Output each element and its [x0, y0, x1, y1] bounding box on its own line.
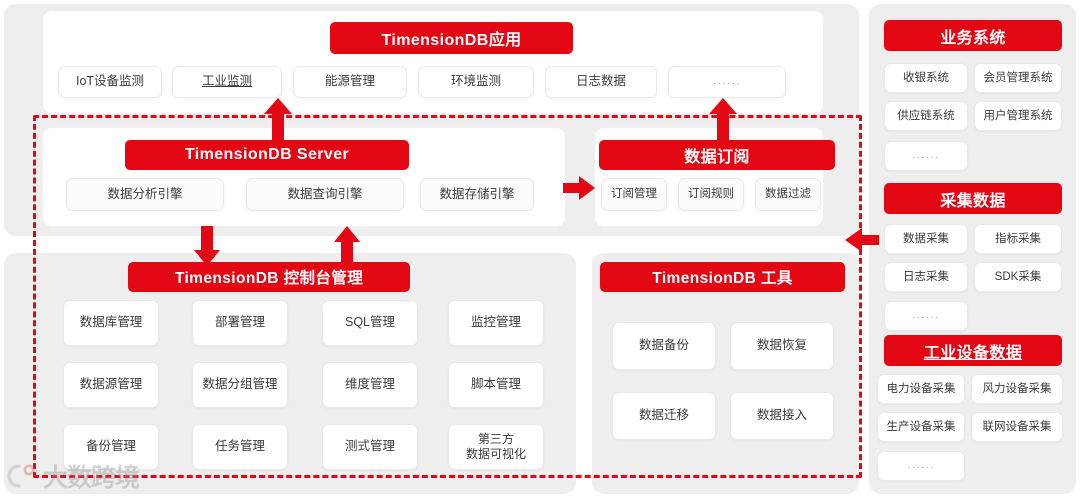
- tools-item-restore[interactable]: 数据恢复: [730, 322, 834, 370]
- app-item-industrial[interactable]: 工业监测: [172, 66, 282, 98]
- application-layer-title: TimensionDB应用: [330, 22, 573, 54]
- tools-layer-panel: [592, 253, 859, 494]
- arrow-server-to-application-icon: [264, 98, 292, 140]
- app-item-environment[interactable]: 环境监测: [418, 66, 534, 98]
- sidebar-item-wind-equipment[interactable]: 风力设备采集: [971, 374, 1063, 404]
- arrow-server-to-console-icon: [194, 226, 220, 266]
- server-item-query-engine[interactable]: 数据查询引擎: [246, 178, 404, 211]
- sidebar-item-data-collection[interactable]: 数据采集: [884, 224, 968, 254]
- console-item-deployment[interactable]: 部署管理: [192, 300, 288, 346]
- app-item-energy[interactable]: 能源管理: [293, 66, 407, 98]
- server-layer-title: TimensionDB Server: [125, 140, 409, 170]
- sidebar-group-title-collection: 采集数据: [884, 183, 1062, 214]
- console-item-backup[interactable]: 备份管理: [63, 424, 159, 470]
- arrow-server-to-subscription-icon: [563, 176, 595, 200]
- sidebar-item-metric-collection[interactable]: 指标采集: [974, 224, 1062, 254]
- subscription-item-rules[interactable]: 订阅规则: [678, 178, 744, 211]
- sidebar-group-title-business: 业务系统: [884, 20, 1062, 51]
- console-item-third-party-visualization[interactable]: 第三方 数据可视化: [448, 424, 544, 470]
- console-item-task[interactable]: 任务管理: [192, 424, 288, 470]
- console-item-database[interactable]: 数据库管理: [63, 300, 159, 346]
- sidebar-item-networked-equipment[interactable]: 联网设备采集: [971, 412, 1063, 442]
- subscription-layer-title: 数据订阅: [599, 140, 835, 170]
- sidebar-item-power-equipment[interactable]: 电力设备采集: [877, 374, 965, 404]
- tools-layer-title: TimensionDB 工具: [600, 262, 845, 292]
- sidebar-item-supply-chain-system[interactable]: 供应链系统: [884, 101, 968, 131]
- sidebar-item-pos-system[interactable]: 收银系统: [884, 63, 968, 93]
- arrow-collected-data-to-platform-icon: [845, 228, 879, 252]
- subscription-item-manage[interactable]: 订阅管理: [601, 178, 667, 211]
- app-item-more[interactable]: ......: [668, 66, 786, 98]
- console-item-data-group[interactable]: 数据分组管理: [192, 362, 288, 408]
- tools-item-backup[interactable]: 数据备份: [612, 322, 716, 370]
- tools-item-ingestion[interactable]: 数据接入: [730, 392, 834, 440]
- subscription-item-filter[interactable]: 数据过滤: [755, 178, 821, 211]
- app-item-log-data[interactable]: 日志数据: [545, 66, 657, 98]
- console-item-dimension[interactable]: 维度管理: [322, 362, 418, 408]
- sidebar-item-user-system[interactable]: 用户管理系统: [974, 101, 1062, 131]
- arrow-subscription-to-application-icon: [709, 98, 737, 140]
- tools-item-migration[interactable]: 数据迁移: [612, 392, 716, 440]
- arrow-console-to-server-icon: [334, 226, 360, 266]
- sidebar-item-production-equipment[interactable]: 生产设备采集: [877, 412, 965, 442]
- sidebar-item-log-collection[interactable]: 日志采集: [884, 262, 968, 292]
- server-item-analysis-engine[interactable]: 数据分析引擎: [66, 178, 224, 211]
- console-item-datasource[interactable]: 数据源管理: [63, 362, 159, 408]
- app-item-iot[interactable]: IoT设备监测: [58, 66, 162, 98]
- console-item-monitoring[interactable]: 监控管理: [448, 300, 544, 346]
- server-item-storage-engine[interactable]: 数据存储引擎: [420, 178, 534, 211]
- sidebar-item-business-more[interactable]: ......: [884, 141, 968, 171]
- console-layer-title: TimensionDB 控制台管理: [128, 262, 410, 292]
- sidebar-item-industrial-more[interactable]: ......: [877, 451, 965, 481]
- console-item-test[interactable]: 测式管理: [322, 424, 418, 470]
- sidebar-group-title-industrial: 工业设备数据: [884, 335, 1062, 366]
- console-item-script[interactable]: 脚本管理: [448, 362, 544, 408]
- sidebar-item-sdk-collection[interactable]: SDK采集: [974, 262, 1062, 292]
- sidebar-item-member-system[interactable]: 会员管理系统: [974, 63, 1062, 93]
- console-item-sql[interactable]: SQL管理: [322, 300, 418, 346]
- sidebar-item-collection-more[interactable]: ......: [884, 301, 968, 331]
